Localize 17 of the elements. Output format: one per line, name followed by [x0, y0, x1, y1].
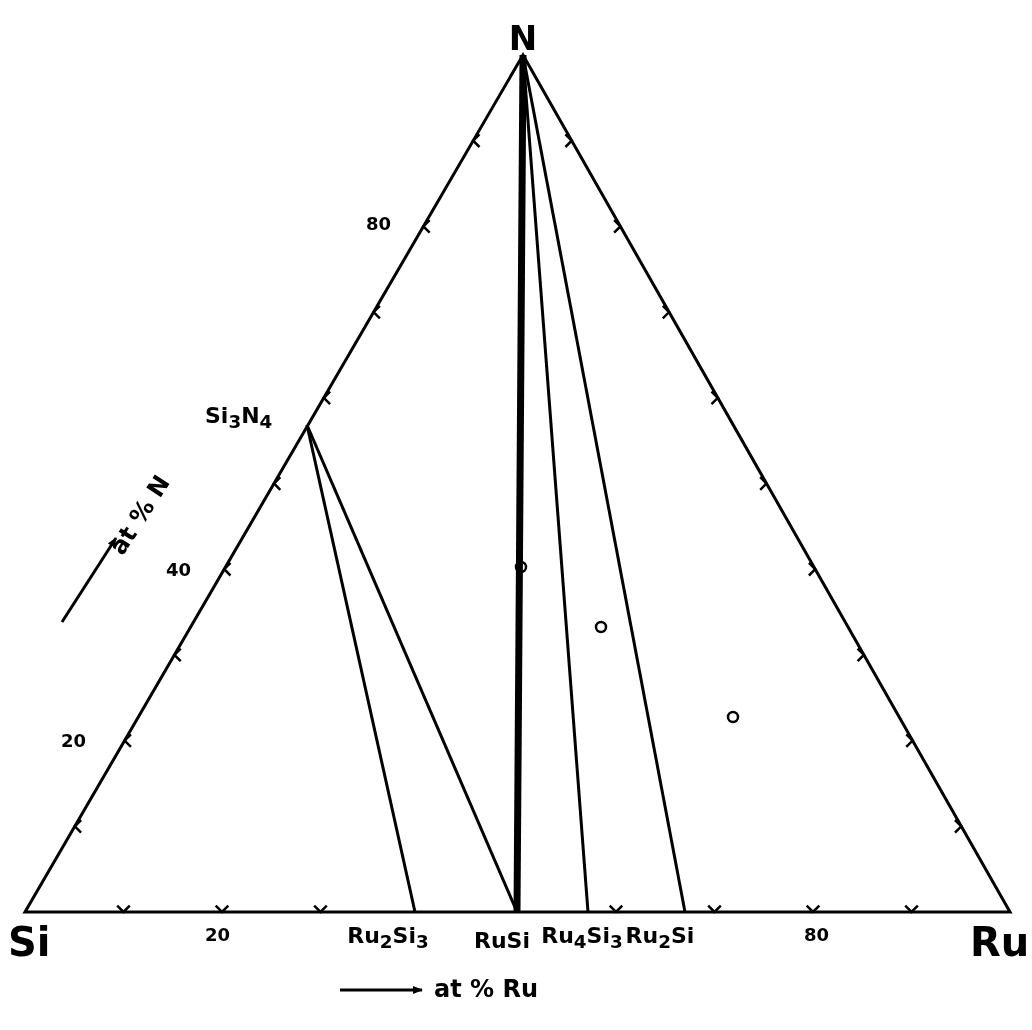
- tick-label: 40: [166, 561, 192, 579]
- tie-line: [521, 54, 687, 913]
- compound-label: Ru$_{4}$Si$_{3}$: [541, 925, 623, 952]
- compound-label: Ru$_{2}$Si$_{3}$: [347, 925, 429, 952]
- tick-label: 20: [61, 732, 87, 750]
- compound-label: Si$_{3}$N$_{4}$: [205, 405, 273, 432]
- compound-label: Ru$_{2}$Si: [625, 925, 695, 952]
- vertex-label: Ru: [970, 922, 1030, 962]
- vertex-label: N: [508, 21, 538, 55]
- axis-title: at % Ru: [434, 977, 538, 1001]
- vertex-label: Si: [8, 922, 51, 962]
- compound-label: RuSi: [474, 930, 530, 952]
- tick-label: 80: [366, 215, 392, 233]
- tie-line: [513, 54, 527, 913]
- tick-label: 80: [804, 926, 830, 944]
- axis-title: at % N: [103, 469, 177, 562]
- tick-label: 20: [205, 926, 231, 944]
